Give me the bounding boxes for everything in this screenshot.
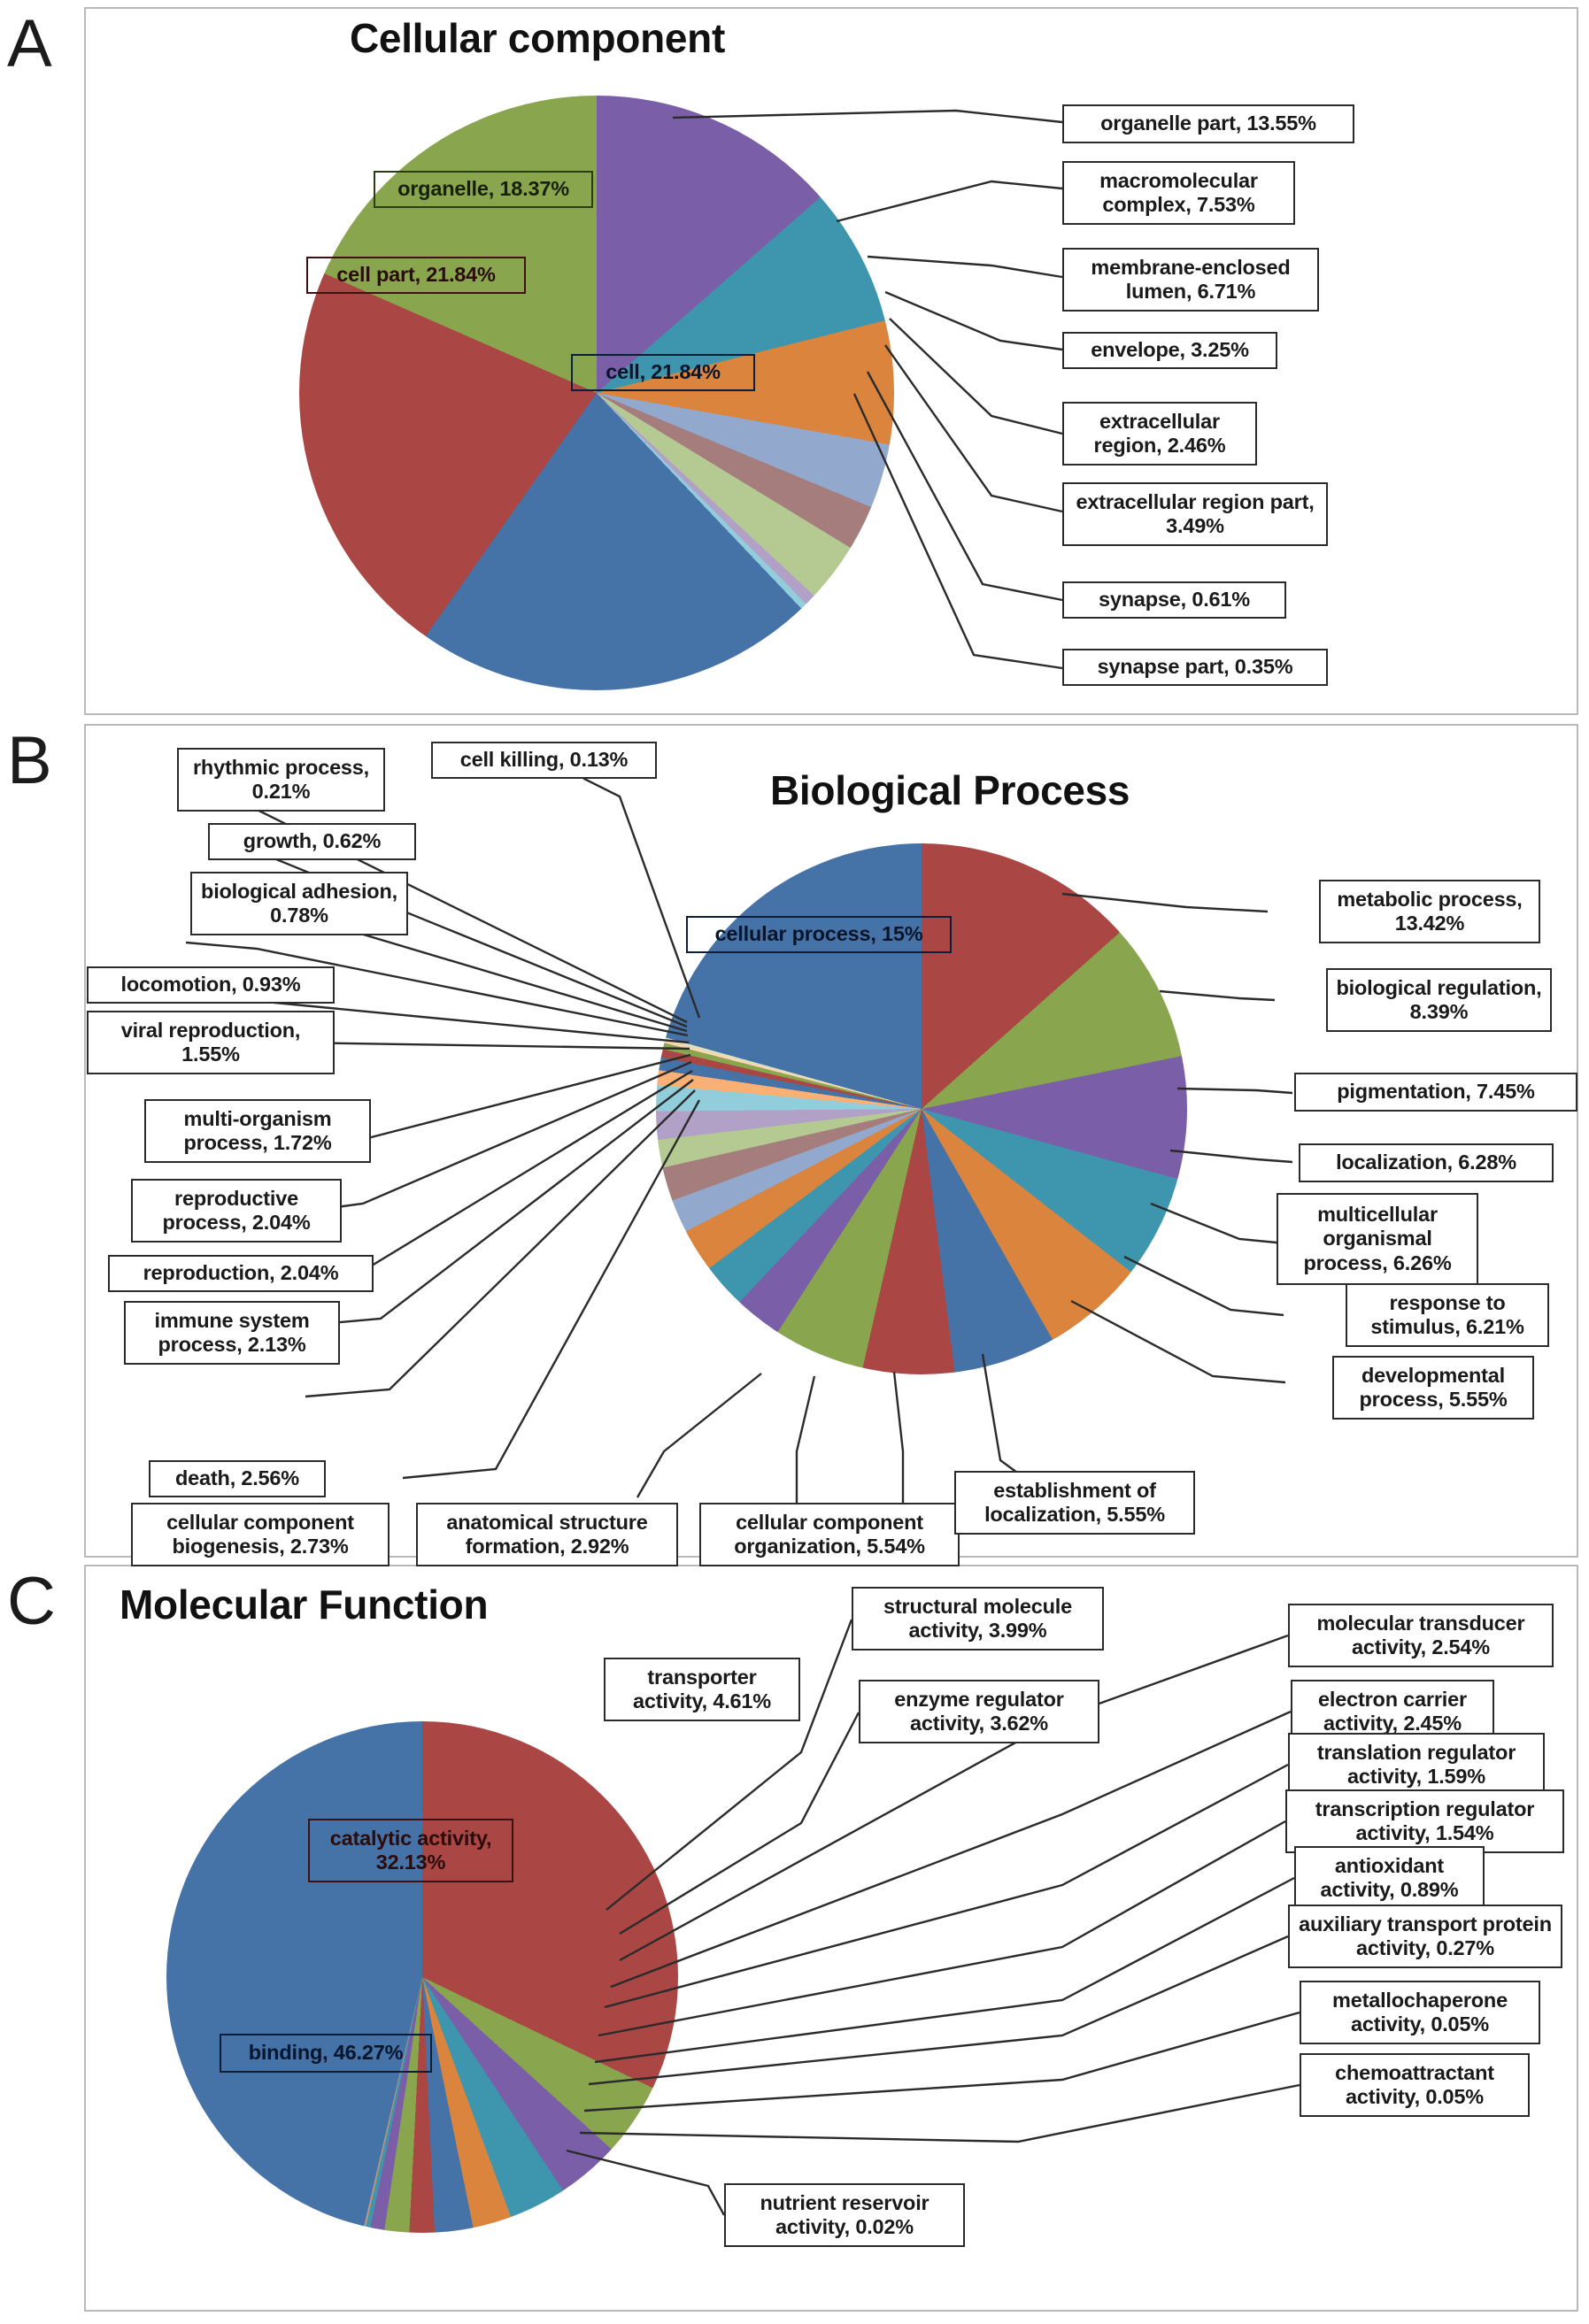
label-pigmentation: pigmentation, 7.45% [1294, 1073, 1577, 1112]
label-macromolecular-complex: macromolecular complex, 7.53% [1062, 161, 1295, 225]
label-transporter-activity: transporter activity, 4.61% [604, 1658, 800, 1721]
label-nutrient-reservoir-activity: nutrient reservoir activity, 0.02% [724, 2183, 965, 2247]
label-reproductive-process: reproductive process, 2.04% [131, 1179, 342, 1243]
panel-b-title: Biological Process [770, 767, 1130, 813]
label-developmental-process: developmental process, 5.55% [1332, 1356, 1534, 1420]
label-synapse: synapse, 0.61% [1062, 581, 1286, 619]
label-organelle-part: organelle part, 13.55% [1062, 104, 1354, 143]
label-enzyme-regulator-activity: enzyme regulator activity, 3.62% [859, 1680, 1099, 1743]
label-cell-killing: cell killing, 0.13% [431, 742, 657, 779]
label-multi-organism-process: multi-organism process, 1.72% [144, 1099, 371, 1163]
label-death: death, 2.56% [149, 1460, 326, 1497]
label-cell-part: cell part, 21.84% [306, 257, 526, 294]
label-localization: localization, 6.28% [1299, 1143, 1554, 1182]
label-envelope: envelope, 3.25% [1062, 332, 1277, 369]
label-metallochaperone-activity: metallochaperone activity, 0.05% [1300, 1981, 1540, 2044]
label-transcription-regulator-activity: transcription regulator activity, 1.54% [1285, 1789, 1564, 1853]
label-auxiliary-transport-protein-activity: auxiliary transport protein activity, 0.… [1288, 1905, 1562, 1968]
panel-a-title: Cellular component [350, 15, 725, 61]
label-rhythmic-process: rhythmic process, 0.21% [177, 748, 385, 812]
label-biological-regulation: biological regulation, 8.39% [1326, 968, 1552, 1032]
pie-chart-biological-process [656, 843, 1187, 1374]
label-cellular-component-organization: cellular component organization, 5.54% [699, 1503, 960, 1566]
label-cell: cell, 21.84% [571, 354, 755, 391]
pie-chart-molecular-function [166, 1721, 678, 2233]
panel-b-letter: B [7, 723, 52, 798]
label-chemoattractant-activity: chemoattractant activity, 0.05% [1300, 2053, 1530, 2117]
label-organelle: organelle, 18.37% [374, 171, 593, 208]
label-multicellular-organismal-process: multicellular organismal process, 6.26% [1277, 1193, 1478, 1285]
label-extracellular-region-part: extracellular region part, 3.49% [1062, 482, 1328, 546]
label-anatomical-structure-formation: anatomical structure formation, 2.92% [416, 1503, 678, 1566]
label-cellular-component-biogenesis: cellular component biogenesis, 2.73% [131, 1503, 390, 1566]
pie-chart-cellular-component [299, 96, 894, 690]
label-extracellular-region: extracellular region, 2.46% [1062, 402, 1257, 466]
label-reproduction: reproduction, 2.04% [108, 1255, 374, 1292]
label-establishment-of-localization: establishment of localization, 5.55% [954, 1471, 1195, 1535]
label-antioxidant-activity: antioxidant activity, 0.89% [1294, 1846, 1485, 1910]
label-metabolic-process: metabolic process, 13.42% [1319, 880, 1540, 943]
label-response-to-stimulus: response to stimulus, 6.21% [1346, 1283, 1549, 1347]
label-immune-system-process: immune system process, 2.13% [124, 1301, 340, 1365]
label-biological-adhesion: biological adhesion, 0.78% [190, 872, 408, 935]
label-growth: growth, 0.62% [208, 823, 416, 860]
label-structural-molecule-activity: structural molecule activity, 3.99% [852, 1587, 1104, 1651]
label-synapse-part: synapse part, 0.35% [1062, 649, 1328, 686]
panel-c-title: Molecular Function [120, 1581, 489, 1628]
label-translation-regulator-activity: translation regulator activity, 1.59% [1288, 1733, 1545, 1797]
label-catalytic-activity: catalytic activity, 32.13% [308, 1819, 513, 1882]
label-molecular-transducer-activity: molecular transducer activity, 2.54% [1288, 1604, 1554, 1667]
label-viral-reproduction: viral reproduction, 1.55% [87, 1011, 335, 1074]
panel-a-letter: A [7, 6, 52, 81]
label-binding: binding, 46.27% [220, 2034, 432, 2073]
label-membrane-enclosed-lumen: membrane-enclosed lumen, 6.71% [1062, 248, 1319, 312]
label-locomotion: locomotion, 0.93% [87, 966, 335, 1004]
label-cellular-process: cellular process, 15% [686, 916, 952, 953]
panel-c-letter: C [7, 1564, 56, 1639]
